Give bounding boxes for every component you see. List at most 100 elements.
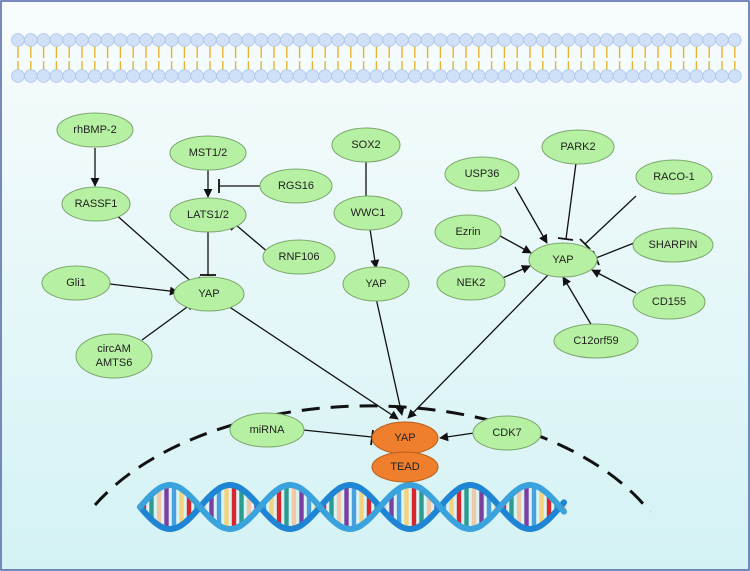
dna-base-pair — [456, 488, 462, 526]
node-rhbmp2-label: rhBMP-2 — [73, 124, 116, 136]
dna-base-pair — [299, 488, 304, 526]
edge-park2-yap-bar — [557, 237, 574, 241]
node-sharpin-label: SHARPIN — [649, 239, 698, 251]
dna-base-pair — [261, 502, 267, 512]
node-yap-left-label: YAP — [198, 288, 219, 300]
lipid-head — [23, 33, 38, 47]
node-sharpin: SHARPIN — [632, 227, 714, 263]
dna-base-pair — [464, 485, 469, 529]
dna-base-pair — [179, 488, 184, 526]
lipid-head — [331, 33, 345, 47]
lipid-head — [535, 33, 550, 47]
edge-yapmid-nucleus — [375, 297, 405, 416]
dna-base-pair — [359, 488, 364, 526]
node-park2-label: PARK2 — [560, 141, 595, 153]
lipid-head — [113, 33, 128, 47]
lipid-head — [36, 33, 51, 47]
dna-base-pair — [419, 488, 424, 526]
lipid-head — [523, 33, 537, 47]
lipid-head — [164, 69, 179, 83]
lipid-head — [382, 69, 397, 83]
dna-base-pair — [329, 494, 334, 520]
lipid-head — [459, 69, 473, 83]
lipid-head — [100, 33, 115, 47]
node-yap-right-label: YAP — [552, 254, 573, 266]
node-rassf1-label: RASSF1 — [75, 198, 118, 210]
edge-park2-yap — [565, 162, 577, 240]
lipid-head — [11, 33, 25, 47]
lipid-head — [228, 69, 243, 83]
dna-strand — [137, 481, 567, 533]
lipid-head — [638, 33, 652, 47]
dna-base-pair — [546, 495, 552, 519]
dna-base-pair — [336, 488, 342, 526]
dna-strand — [137, 481, 567, 533]
node-sox2: SOX2 — [331, 127, 401, 163]
node-rhbmp2: rhBMP-2 — [56, 112, 134, 148]
dna-base-pair — [284, 485, 289, 529]
lipid-head — [395, 69, 409, 83]
lipid-head — [113, 69, 128, 83]
node-c12orf59: C12orf59 — [553, 323, 639, 359]
lipid-head — [254, 69, 269, 83]
lipid-head — [177, 69, 192, 83]
dna-base-pair — [501, 502, 507, 512]
node-yap-mid: YAP — [342, 266, 410, 302]
node-lats12: LATS1/2 — [169, 197, 247, 233]
lipid-head — [702, 33, 716, 47]
edge-cdk7-yap — [439, 432, 475, 442]
node-wwc1: WWC1 — [333, 195, 403, 231]
node-yap-nucleus-label: YAP — [394, 432, 415, 444]
node-rgs16-label: RGS16 — [278, 180, 314, 192]
lipid-head — [88, 33, 102, 47]
lipid-head — [587, 33, 601, 47]
lipid-head — [23, 69, 38, 83]
lipid-head — [446, 69, 461, 83]
node-mirna: miRNA — [229, 412, 305, 448]
dna-base-pair — [156, 488, 162, 526]
lipid-head — [279, 69, 294, 83]
lipid-head — [497, 33, 512, 47]
lipid-head — [190, 69, 205, 83]
node-park2: PARK2 — [541, 129, 615, 165]
lipid-head — [139, 69, 153, 83]
lipid-head — [676, 33, 691, 47]
lipid-head — [305, 69, 320, 83]
edge-sharpin-yap — [595, 242, 635, 259]
lipid-head — [510, 33, 525, 47]
node-circam-label-line2: AMTS6 — [96, 357, 133, 369]
lipid-head — [561, 69, 576, 83]
lipid-head — [49, 33, 64, 47]
node-yap-right: YAP — [528, 242, 598, 278]
node-ezrin-label: Ezrin — [455, 226, 480, 238]
dna-base-pair — [344, 485, 349, 529]
lipid-head — [497, 69, 512, 83]
lipid-head — [75, 69, 89, 83]
lipid-head — [190, 33, 205, 47]
node-lats12-label: LATS1/2 — [187, 209, 229, 221]
lipid-head — [62, 33, 76, 47]
cell-membrane — [11, 33, 742, 83]
dna-helix — [137, 481, 567, 533]
dna-base-pair — [404, 485, 409, 529]
dna-base-pair — [524, 485, 529, 529]
lipid-head — [343, 33, 358, 47]
dna-base-pair — [531, 485, 537, 529]
lipid-head — [715, 33, 729, 47]
dna-base-pair — [186, 495, 192, 519]
node-ezrin: Ezrin — [434, 214, 502, 250]
lipid-head — [548, 69, 563, 83]
lipid-head — [599, 33, 614, 47]
lipid-head — [446, 33, 461, 47]
node-cdk7-label: CDK7 — [492, 427, 521, 439]
dna-base-pair — [239, 488, 244, 526]
lipid-head — [177, 33, 192, 47]
lipid-head — [75, 33, 89, 47]
nodes: rhBMP-2 RASSF1 MST1/2 RGS16 LATS1/2 RNF1… — [41, 112, 714, 483]
lipid-head — [561, 33, 576, 47]
lipid-head — [574, 69, 588, 83]
lipid-head — [356, 69, 371, 83]
lipid-head — [651, 69, 665, 83]
dna-base-pair — [396, 488, 402, 526]
